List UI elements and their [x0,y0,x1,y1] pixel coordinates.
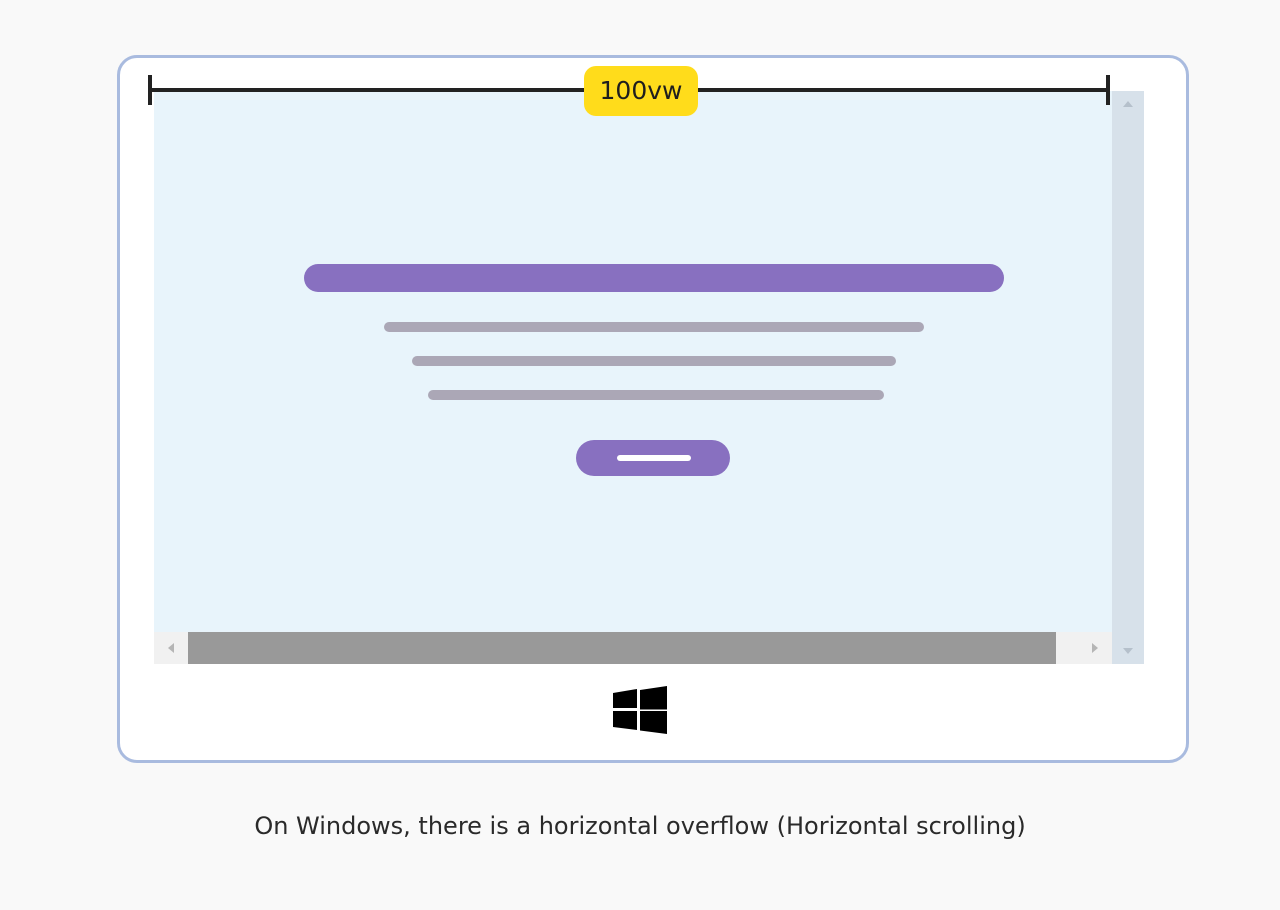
placeholder-text-line [412,356,896,366]
width-measure-label: 100vw [584,66,698,116]
triangle-down-icon[interactable] [1123,648,1133,654]
horizontal-scrollbar-thumb[interactable] [188,632,1056,664]
triangle-right-icon[interactable] [1092,643,1098,653]
placeholder-text-line [428,390,884,400]
triangle-up-icon[interactable] [1123,101,1133,107]
windows-logo-icon [613,686,667,734]
width-measure-cap-right [1106,75,1110,105]
placeholder-heading [304,264,1004,292]
placeholder-button[interactable] [576,440,730,476]
browser-viewport [154,91,1144,664]
vertical-scrollbar[interactable] [1112,91,1144,664]
placeholder-text-line [384,322,924,332]
triangle-left-icon[interactable] [168,643,174,653]
placeholder-button-label [617,455,691,461]
horizontal-scrollbar[interactable] [154,632,1112,664]
caption: On Windows, there is a horizontal overfl… [254,812,1026,840]
width-measure-cap-left [148,75,152,105]
